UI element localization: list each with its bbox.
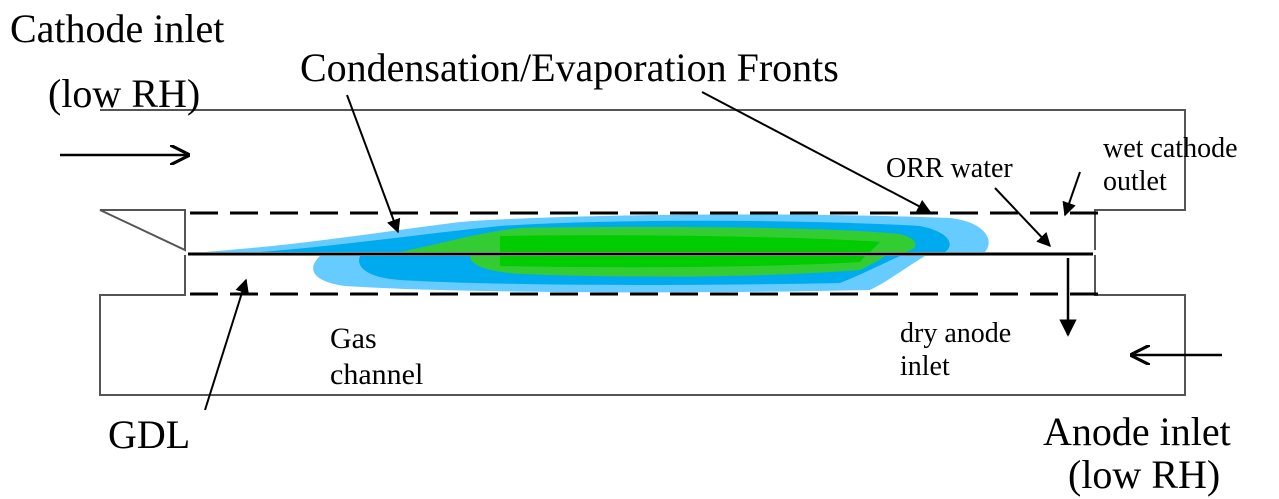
cathode-inlet-rh-label: (low RH) (48, 71, 200, 116)
dry-anode-label: dry anode (900, 318, 1011, 349)
fronts-pointer-left (346, 94, 401, 234)
anode-channel-outline (99, 255, 1186, 396)
fronts-label: Condensation/Evaporation Fronts (300, 45, 839, 90)
cathode-inlet-label: Cathode inlet (10, 6, 224, 51)
orr-water-label: ORR water (886, 153, 1013, 184)
dry-anode-inlet-label: inlet (900, 351, 950, 382)
cathode-water-region (205, 214, 989, 252)
fronts-pointer-right (701, 91, 932, 213)
orr-water-pointer (994, 187, 1051, 248)
wet-cathode-pointer (1062, 171, 1081, 217)
cathode-water-core (500, 235, 880, 252)
gdl-pointer (204, 278, 249, 411)
gdl-label: GDL (108, 412, 190, 457)
wet-cathode-outlet-label: outlet (1103, 166, 1167, 197)
anode-water-core (500, 256, 865, 268)
anode-water-region (313, 256, 925, 293)
anode-inlet-rh-label: (low RH) (1068, 452, 1220, 497)
anode-inlet-label: Anode inlet (1043, 409, 1231, 454)
gas-channel-label-2: channel (330, 358, 423, 391)
cathode-channel-outline (99, 109, 1186, 252)
wet-cathode-label: wet cathode (1103, 133, 1238, 164)
gas-channel-label: Gas (330, 322, 377, 355)
